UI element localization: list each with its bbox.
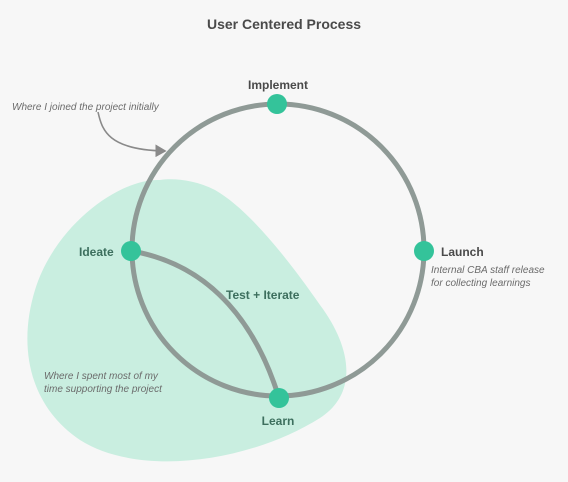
note-spent-line1: Where I spent most of my <box>44 371 159 382</box>
note-launch-line2: for collecting learnings <box>431 278 531 289</box>
note-launch-line1: Internal CBA staff release <box>431 265 545 276</box>
iterate-loop-line <box>130 248 282 399</box>
node-ideate <box>121 241 141 261</box>
label-launch: Launch <box>441 245 484 259</box>
node-launch <box>414 241 434 261</box>
label-ideate: Ideate <box>79 245 114 259</box>
label-implement: Implement <box>248 78 308 92</box>
node-learn <box>269 388 289 408</box>
label-test-iterate: Test + Iterate <box>226 288 300 302</box>
node-implement <box>267 94 287 114</box>
joined-arrow <box>97 111 167 158</box>
focus-area-blob <box>27 179 347 462</box>
label-learn: Learn <box>262 414 295 428</box>
note-joined: Where I joined the project initially <box>12 102 160 113</box>
note-spent-line2: time supporting the project <box>44 384 163 395</box>
diagram-title: User Centered Process <box>207 16 361 32</box>
